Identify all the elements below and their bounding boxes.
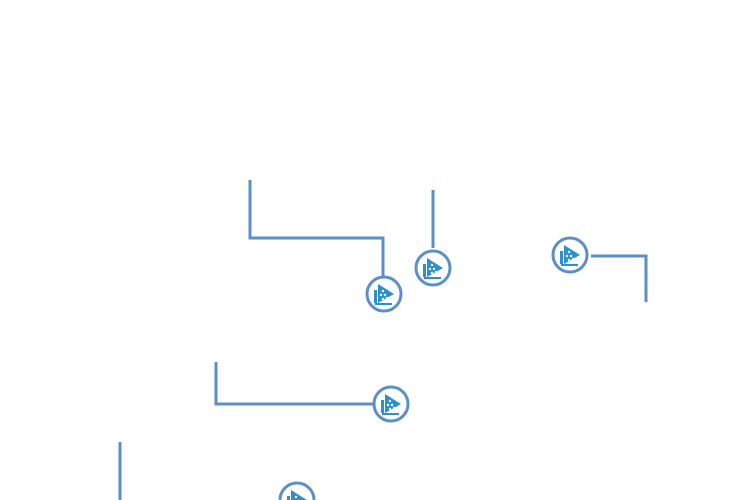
- map-marker-3[interactable]: [551, 236, 589, 274]
- leader-line-4: [214, 362, 374, 406]
- map-marker-1[interactable]: [365, 275, 403, 313]
- leader-line-3: [591, 254, 648, 302]
- map-marker-5[interactable]: [278, 481, 316, 500]
- map-marker-2[interactable]: [414, 249, 452, 287]
- map-marker-4[interactable]: [372, 385, 410, 423]
- leader-line-1: [248, 180, 385, 276]
